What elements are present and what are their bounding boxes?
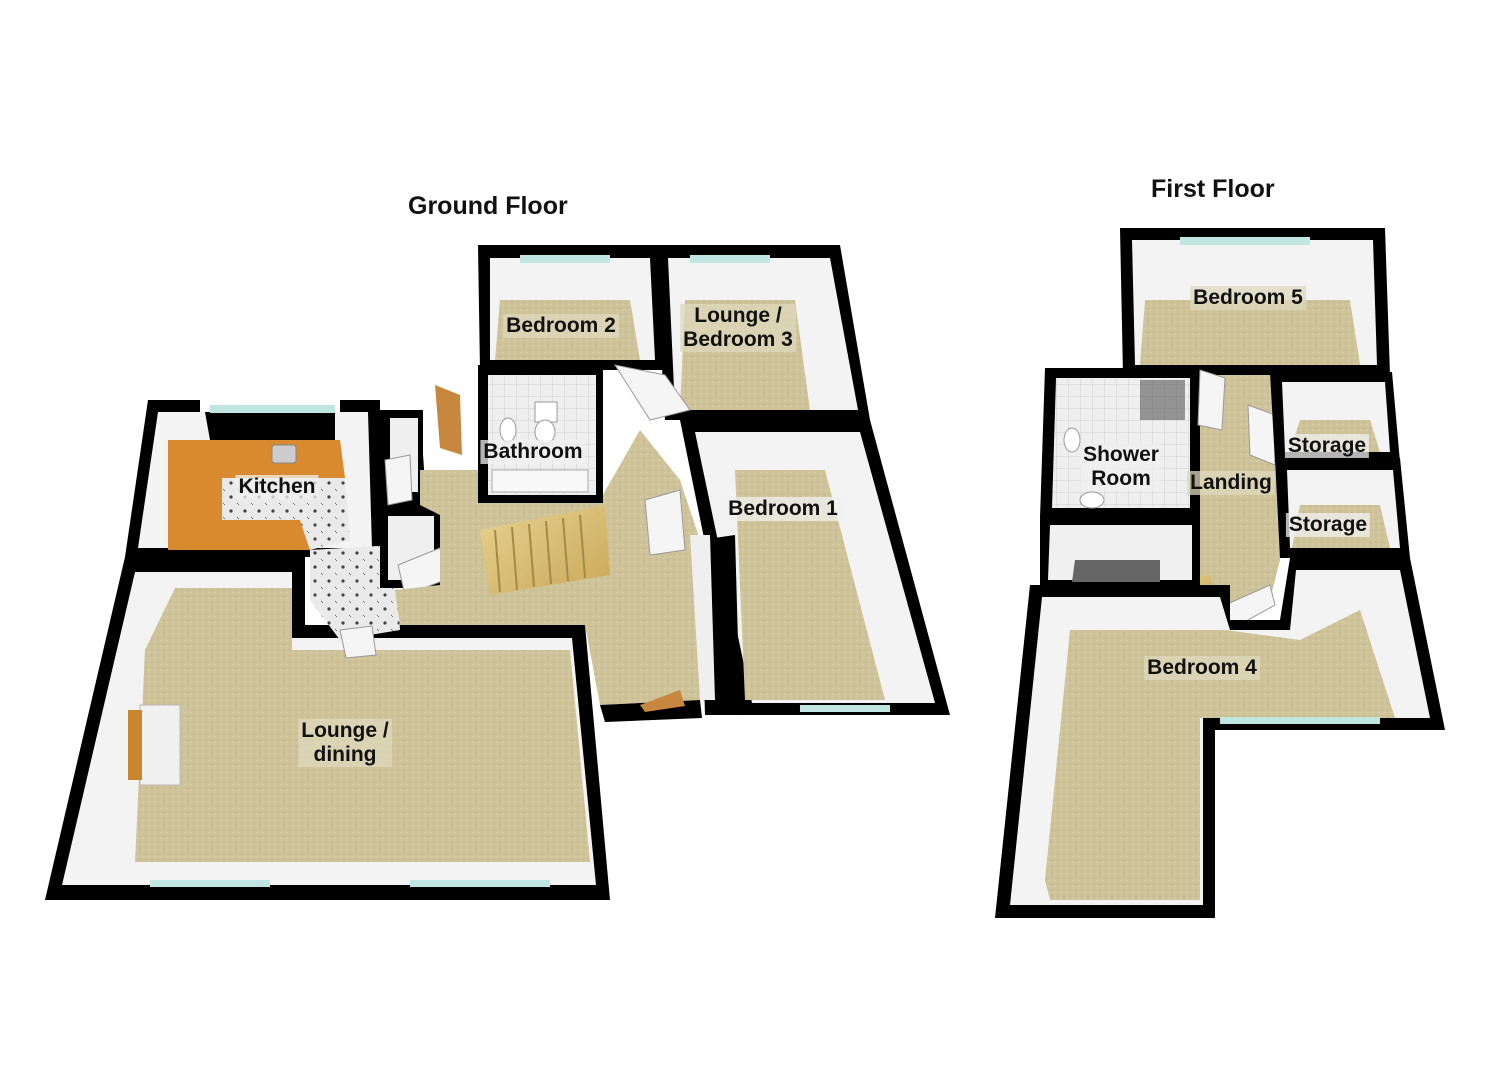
room-storage-lower (1275, 458, 1410, 558)
label-bedroom-4-text: Bedroom 4 (1144, 656, 1260, 680)
toilet-icon (1079, 491, 1105, 509)
label-lounge-bedroom-3-line2: Bedroom 3 (680, 328, 796, 352)
door-icon (1247, 404, 1276, 466)
label-shower-room-line1: Shower (1080, 443, 1162, 467)
window-icon (210, 405, 335, 413)
label-storage-upper: Storage (1284, 434, 1370, 458)
ground-floor-plan (45, 245, 950, 900)
label-shower-room-line2: Room (1080, 467, 1162, 491)
window-icon (150, 880, 270, 887)
label-lounge-bedroom-3-line1: Lounge / (680, 304, 796, 328)
basin-icon (1063, 427, 1081, 453)
room-bathroom (478, 364, 691, 503)
label-storage-lower: Storage (1285, 513, 1371, 537)
door-icon (1197, 369, 1226, 431)
room-bedroom-1 (644, 420, 950, 715)
room-bedroom-4 (995, 558, 1445, 918)
kitchen-worktop (168, 440, 345, 550)
window-icon (1220, 717, 1380, 724)
staircase (480, 505, 610, 595)
label-bedroom-1-text: Bedroom 1 (725, 497, 841, 521)
door-icon (613, 364, 691, 421)
window-icon (800, 705, 890, 712)
label-landing-text: Landing (1187, 471, 1275, 495)
first-floor-plan (995, 228, 1445, 918)
label-bedroom-2: Bedroom 2 (503, 314, 619, 338)
label-storage-lower-text: Storage (1285, 513, 1371, 537)
bath-icon (491, 469, 589, 493)
window-icon (690, 255, 770, 263)
sink-icon (271, 444, 297, 464)
basin-icon (499, 417, 517, 443)
label-bathroom: Bathroom (480, 440, 586, 464)
label-bedroom-2-text: Bedroom 2 (503, 314, 619, 338)
label-lounge-bedroom-3: Lounge / Bedroom 3 (680, 304, 796, 352)
door-icon (339, 625, 377, 659)
room-lounge-dining (45, 557, 610, 900)
window-icon (520, 255, 610, 263)
door-icon (384, 454, 413, 506)
toilet-icon (534, 401, 558, 423)
label-bedroom-4: Bedroom 4 (1144, 656, 1260, 680)
label-lounge-dining: Lounge / dining (298, 719, 392, 767)
label-bedroom-5-text: Bedroom 5 (1190, 286, 1306, 310)
label-lounge-dining-line1: Lounge / (298, 719, 392, 743)
label-shower-room: Shower Room (1080, 443, 1162, 491)
shower-icon (1140, 380, 1185, 420)
front-door-icon (640, 690, 685, 712)
label-bedroom-5: Bedroom 5 (1190, 286, 1306, 310)
window-icon (410, 880, 550, 887)
label-bathroom-text: Bathroom (480, 440, 586, 464)
ground-floor-title: Ground Floor (408, 192, 568, 220)
label-landing: Landing (1187, 471, 1275, 495)
front-door-icon (435, 385, 462, 455)
room-bedroom-2 (478, 245, 665, 370)
label-lounge-dining-line2: dining (298, 743, 392, 767)
label-bedroom-1: Bedroom 1 (725, 497, 841, 521)
label-storage-upper-text: Storage (1284, 434, 1370, 458)
door-icon (644, 489, 686, 556)
first-floor-title: First Floor (1151, 175, 1275, 203)
hall-cupboards (380, 385, 462, 596)
fireplace-icon (128, 710, 142, 780)
window-icon (1180, 237, 1310, 245)
label-kitchen: Kitchen (235, 475, 319, 499)
label-kitchen-text: Kitchen (235, 475, 319, 499)
